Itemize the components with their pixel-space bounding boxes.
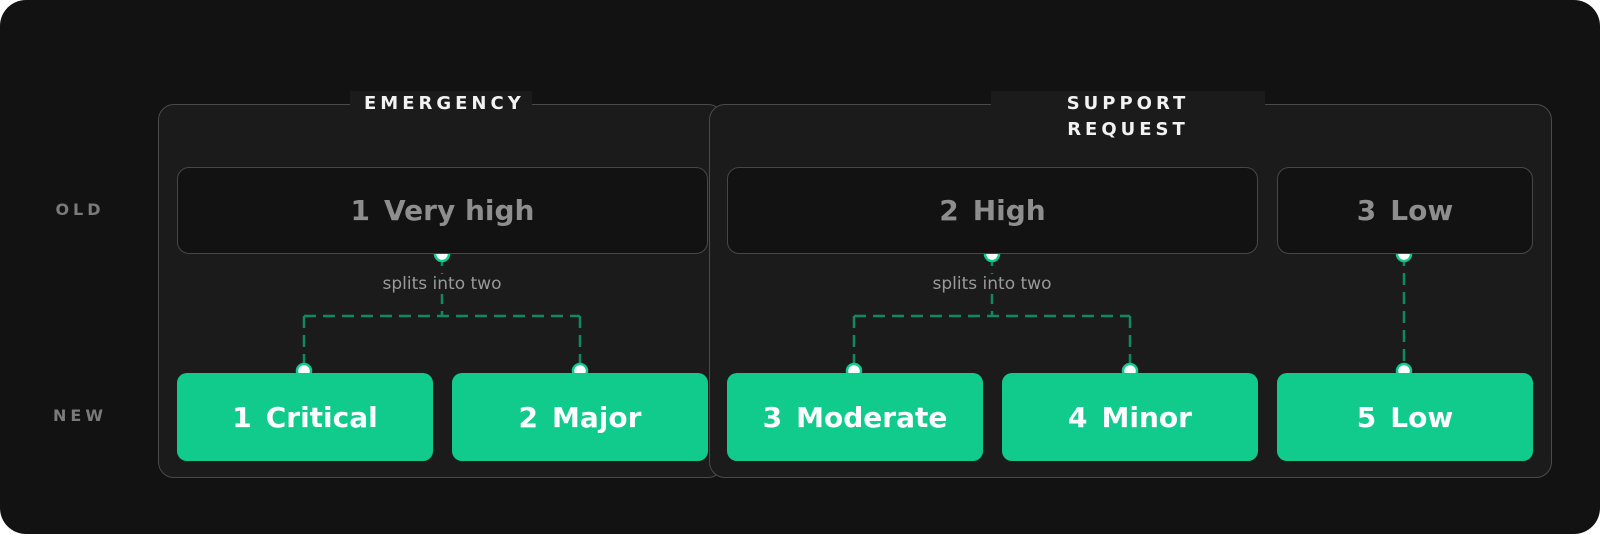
old-level-low: 3 Low xyxy=(1277,167,1533,254)
level-label: Moderate xyxy=(796,400,948,434)
level-label: Low xyxy=(1390,194,1454,227)
level-label: High xyxy=(972,194,1046,227)
level-number: 2 xyxy=(518,400,539,434)
level-label: Minor xyxy=(1101,400,1192,434)
row-label-old: OLD xyxy=(55,200,105,219)
level-label: Major xyxy=(552,400,642,434)
split-note: splits into two xyxy=(342,274,542,294)
new-level-critical: 1 Critical xyxy=(177,373,433,461)
new-level-moderate: 3 Moderate xyxy=(727,373,983,461)
group-title-emergency: EMERGENCY xyxy=(350,91,532,117)
level-label: Very high xyxy=(384,194,535,227)
level-number: 1 xyxy=(350,194,371,227)
level-label: Low xyxy=(1390,400,1454,434)
level-number: 5 xyxy=(1356,400,1377,434)
new-level-low: 5 Low xyxy=(1277,373,1533,461)
row-label-new: NEW xyxy=(53,406,107,425)
old-level-high: 2 High xyxy=(727,167,1258,254)
new-level-minor: 4 Minor xyxy=(1002,373,1258,461)
old-level-very-high: 1 Very high xyxy=(177,167,708,254)
group-title-support-request: SUPPORT REQUEST xyxy=(991,91,1265,140)
level-label: Critical xyxy=(265,400,378,434)
level-number: 1 xyxy=(232,400,252,434)
new-level-major: 2 Major xyxy=(452,373,708,461)
level-number: 4 xyxy=(1068,400,1088,434)
level-number: 3 xyxy=(762,400,783,434)
level-number: 3 xyxy=(1356,194,1377,227)
split-note: splits into two xyxy=(892,274,1092,294)
level-number: 2 xyxy=(939,194,959,227)
